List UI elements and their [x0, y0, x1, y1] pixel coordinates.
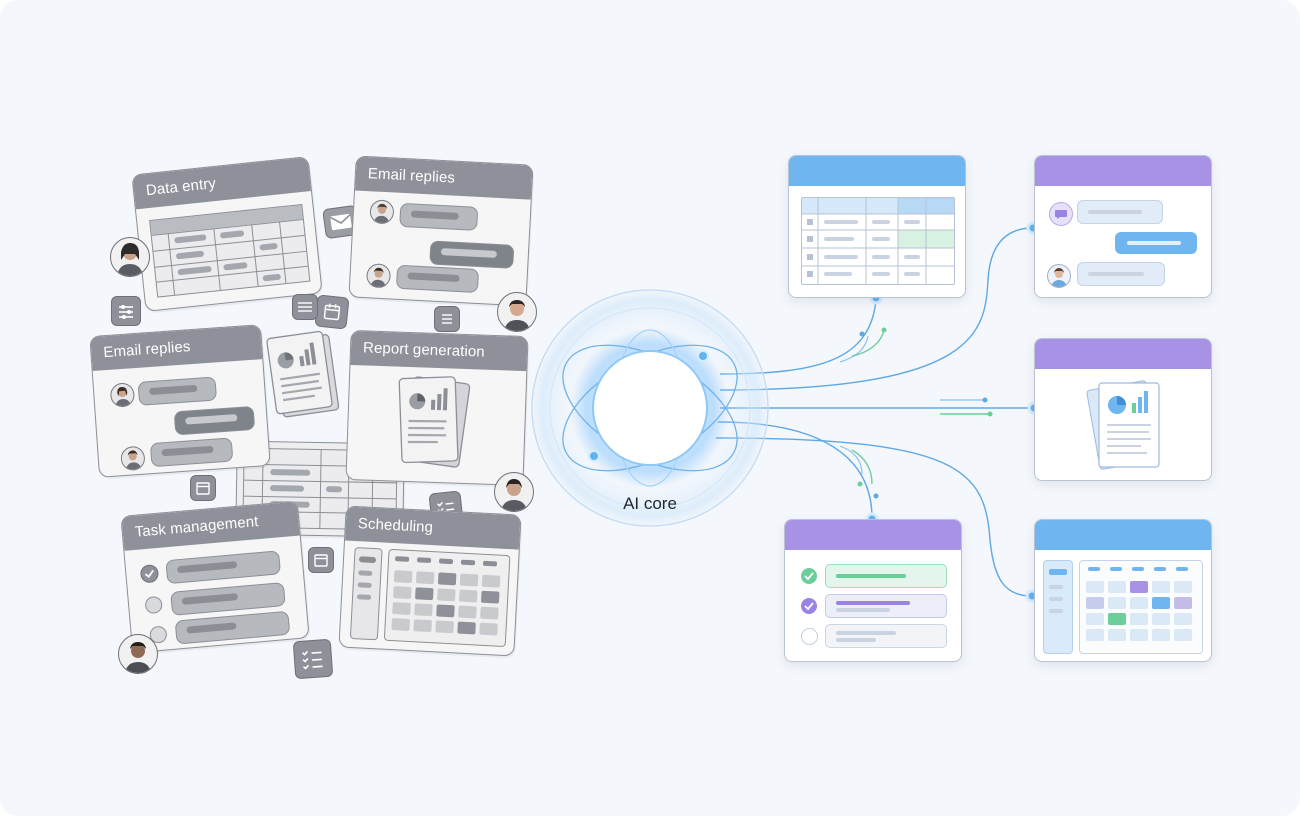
avatar-icon [118, 634, 158, 674]
avatar-icon [365, 263, 392, 289]
automated-calendar-card [1034, 519, 1212, 662]
circle-icon [801, 628, 818, 645]
automated-tasks-card [784, 519, 962, 662]
chat-icon [1049, 202, 1073, 226]
chat-card-header [1035, 156, 1211, 186]
ai-core-label: AI core [623, 494, 677, 513]
task-management-card: Task management [120, 500, 310, 654]
document-icon [262, 327, 346, 424]
avatar-icon [120, 445, 146, 472]
tasks-card-header [785, 520, 961, 550]
calendar-card-header [1035, 520, 1211, 550]
check-icon [801, 568, 817, 584]
task-item-pending [825, 624, 947, 648]
avatar-icon [1047, 264, 1071, 288]
table-grid [801, 197, 955, 285]
avatar-icon [497, 292, 537, 332]
chat-bubble [1077, 262, 1165, 286]
core-sphere [592, 350, 708, 466]
report-generation-card: Report generation [345, 329, 529, 487]
task-check-icon [139, 563, 160, 584]
report-document-icon [1079, 377, 1169, 478]
avatar-icon [110, 237, 150, 277]
chat-bubble [1077, 200, 1163, 224]
connector-to-calendar [715, 437, 1033, 597]
report-card-header [1035, 339, 1211, 369]
envelope-icon [322, 204, 360, 240]
calendar-icon [190, 475, 216, 501]
checklist-icon [292, 638, 334, 680]
automated-table-card [788, 155, 966, 298]
sliders-icon [292, 294, 318, 320]
calendar-icon [308, 547, 334, 573]
scheduling-card: Scheduling [338, 505, 522, 657]
task-item-active [825, 594, 947, 618]
avatar-icon [494, 472, 534, 512]
report-document-icon [393, 373, 472, 477]
email-replies-card-left: Email replies [89, 324, 271, 478]
list-icon [434, 306, 460, 332]
check-icon [801, 598, 817, 614]
connector-to-chat [719, 227, 1034, 391]
calendar-icon [314, 294, 350, 330]
calendar-grid [1079, 560, 1203, 654]
sliders-icon [111, 296, 141, 326]
email-replies-card-top: Email replies [348, 155, 534, 307]
table-card-header [789, 156, 965, 186]
calendar-sidebar [1043, 560, 1073, 654]
automated-chat-card [1034, 155, 1212, 298]
chat-reply-bubble [1115, 232, 1197, 254]
avatar-icon [369, 199, 395, 225]
task-item-done [825, 564, 947, 588]
avatar-icon [109, 382, 136, 408]
automated-report-card [1034, 338, 1212, 481]
scheduling-calendar-grid [383, 548, 511, 648]
